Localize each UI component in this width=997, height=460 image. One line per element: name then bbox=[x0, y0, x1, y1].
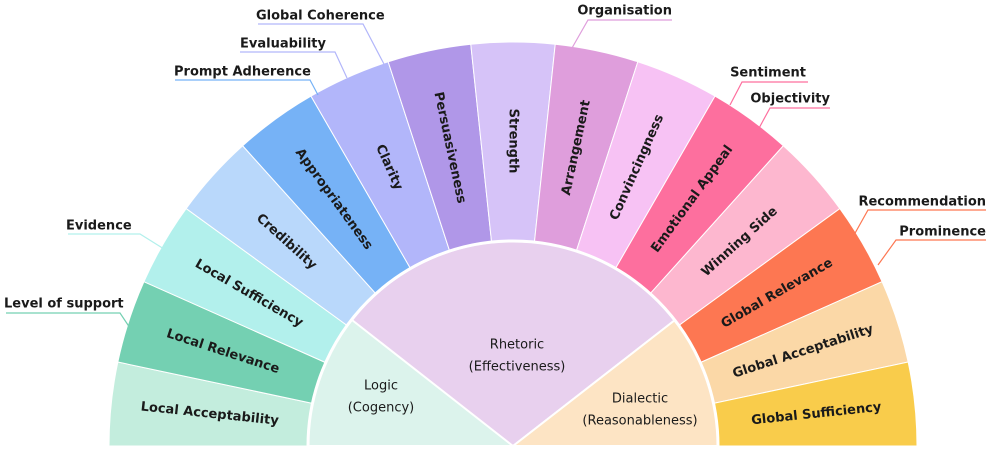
core-label-dialectic-aspect: (Reasonableness) bbox=[582, 414, 697, 429]
callout-line-organisation bbox=[571, 19, 672, 49]
inner-core: Logic (Cogency) Rhetoric (Effectiveness) Dia… bbox=[306, 239, 720, 448]
callout-line-evidence bbox=[68, 233, 165, 250]
callout-line-level-of-support bbox=[6, 312, 131, 329]
callout-label-organisation: Organisation bbox=[577, 4, 672, 19]
callout-line-evaluability bbox=[240, 51, 348, 79]
core-border bbox=[306, 239, 720, 447]
callout-line-global-coherence bbox=[258, 23, 386, 67]
callout-line-sentiment bbox=[729, 81, 808, 106]
callout-label-evidence: Evidence bbox=[66, 219, 132, 234]
core-label-logic-name: Logic bbox=[364, 379, 398, 394]
core-label-rhetoric-name: Rhetoric bbox=[490, 338, 544, 353]
core-label-dialectic-name: Dialectic bbox=[612, 392, 668, 407]
callout-line-objectivity bbox=[757, 107, 830, 131]
callout-label-evaluability: Evaluability bbox=[240, 37, 326, 52]
callout-label-prompt-adherence: Prompt Adherence bbox=[174, 65, 311, 80]
callout-label-level-of-support: Level of support bbox=[4, 297, 124, 312]
callout-label-sentiment: Sentiment bbox=[730, 66, 806, 81]
segment-label-strength: Strength bbox=[506, 109, 521, 174]
callout-label-objectivity: Objectivity bbox=[750, 92, 830, 107]
core-label-logic-aspect: (Cogency) bbox=[348, 401, 415, 416]
callout-label-global-coherence: Global Coherence bbox=[256, 9, 385, 24]
callout-line-prompt-adherence bbox=[175, 79, 319, 96]
core-label-rhetoric-aspect: (Effectiveness) bbox=[469, 360, 566, 375]
callout-line-prominence bbox=[877, 239, 986, 266]
callout-label-recommendation: Recommendation bbox=[858, 195, 986, 210]
callout-label-prominence: Prominence bbox=[899, 225, 986, 240]
callouts: Level of support Evidence Prompt Adherence… bbox=[4, 4, 986, 329]
callout-line-recommendation bbox=[853, 209, 986, 236]
